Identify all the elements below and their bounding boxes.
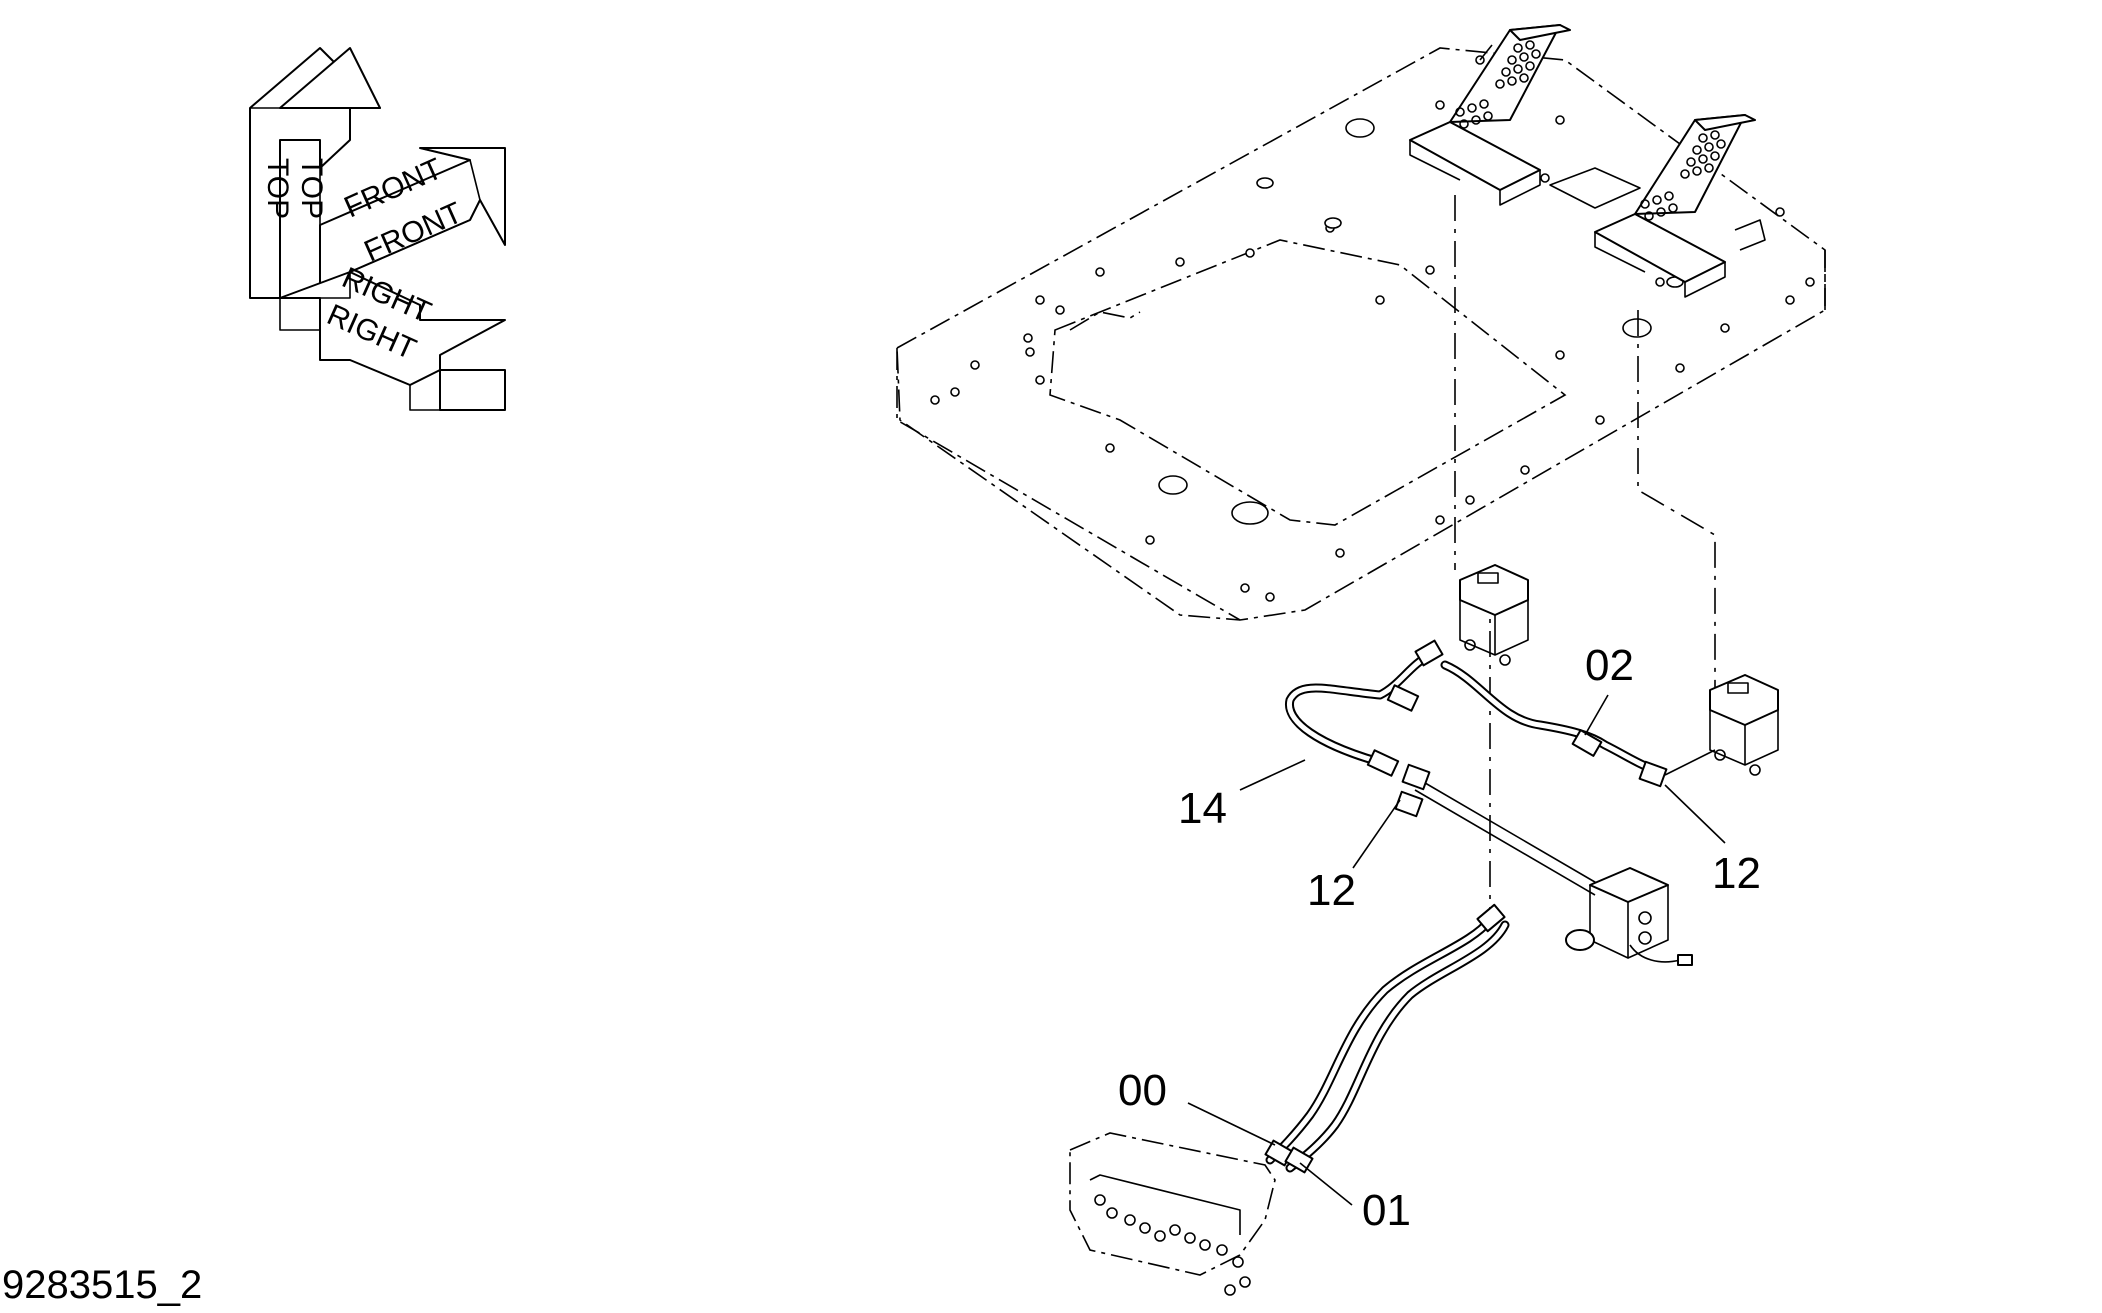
center-lines	[1454, 195, 1716, 915]
callout-00: 00	[1118, 1066, 1167, 1115]
pedal-tread	[1455, 40, 1541, 129]
valve-bank-bolts	[1094, 1194, 1251, 1296]
pedal-right	[1594, 114, 1766, 298]
floor-plate	[896, 47, 1826, 621]
drawing-id: 9283515_2	[2, 1263, 202, 1307]
pilot-valve-left	[1459, 564, 1529, 666]
plate-hole	[1158, 475, 1188, 495]
leader-lines	[1187, 694, 1726, 1206]
plate-hole	[1622, 318, 1652, 338]
plate-hole	[1345, 118, 1375, 138]
callout-12-left: 12	[1307, 866, 1356, 915]
top-label-1: TOP	[261, 158, 294, 219]
callouts: 02 14 12 12 00 01	[1118, 641, 1761, 1235]
pilot-valve-right	[1709, 674, 1779, 776]
pedal-tread	[1640, 130, 1726, 221]
top-label-2: TOP	[295, 158, 328, 219]
pedal-left	[1409, 24, 1571, 206]
hoses	[1265, 650, 1716, 1173]
callout-02: 02	[1585, 641, 1634, 690]
lower-valve-bank	[1069, 1132, 1276, 1296]
plate-hole	[1231, 501, 1269, 525]
right-arrow	[279, 271, 506, 411]
callout-12-right: 12	[1712, 849, 1761, 898]
orientation-indicator: TOP TOP FRONT FRONT RIGHT RIGHT	[249, 47, 506, 411]
callout-14: 14	[1178, 784, 1227, 833]
callout-01: 01	[1362, 1186, 1411, 1235]
fittings	[1264, 639, 1668, 1174]
control-block	[1565, 867, 1693, 966]
